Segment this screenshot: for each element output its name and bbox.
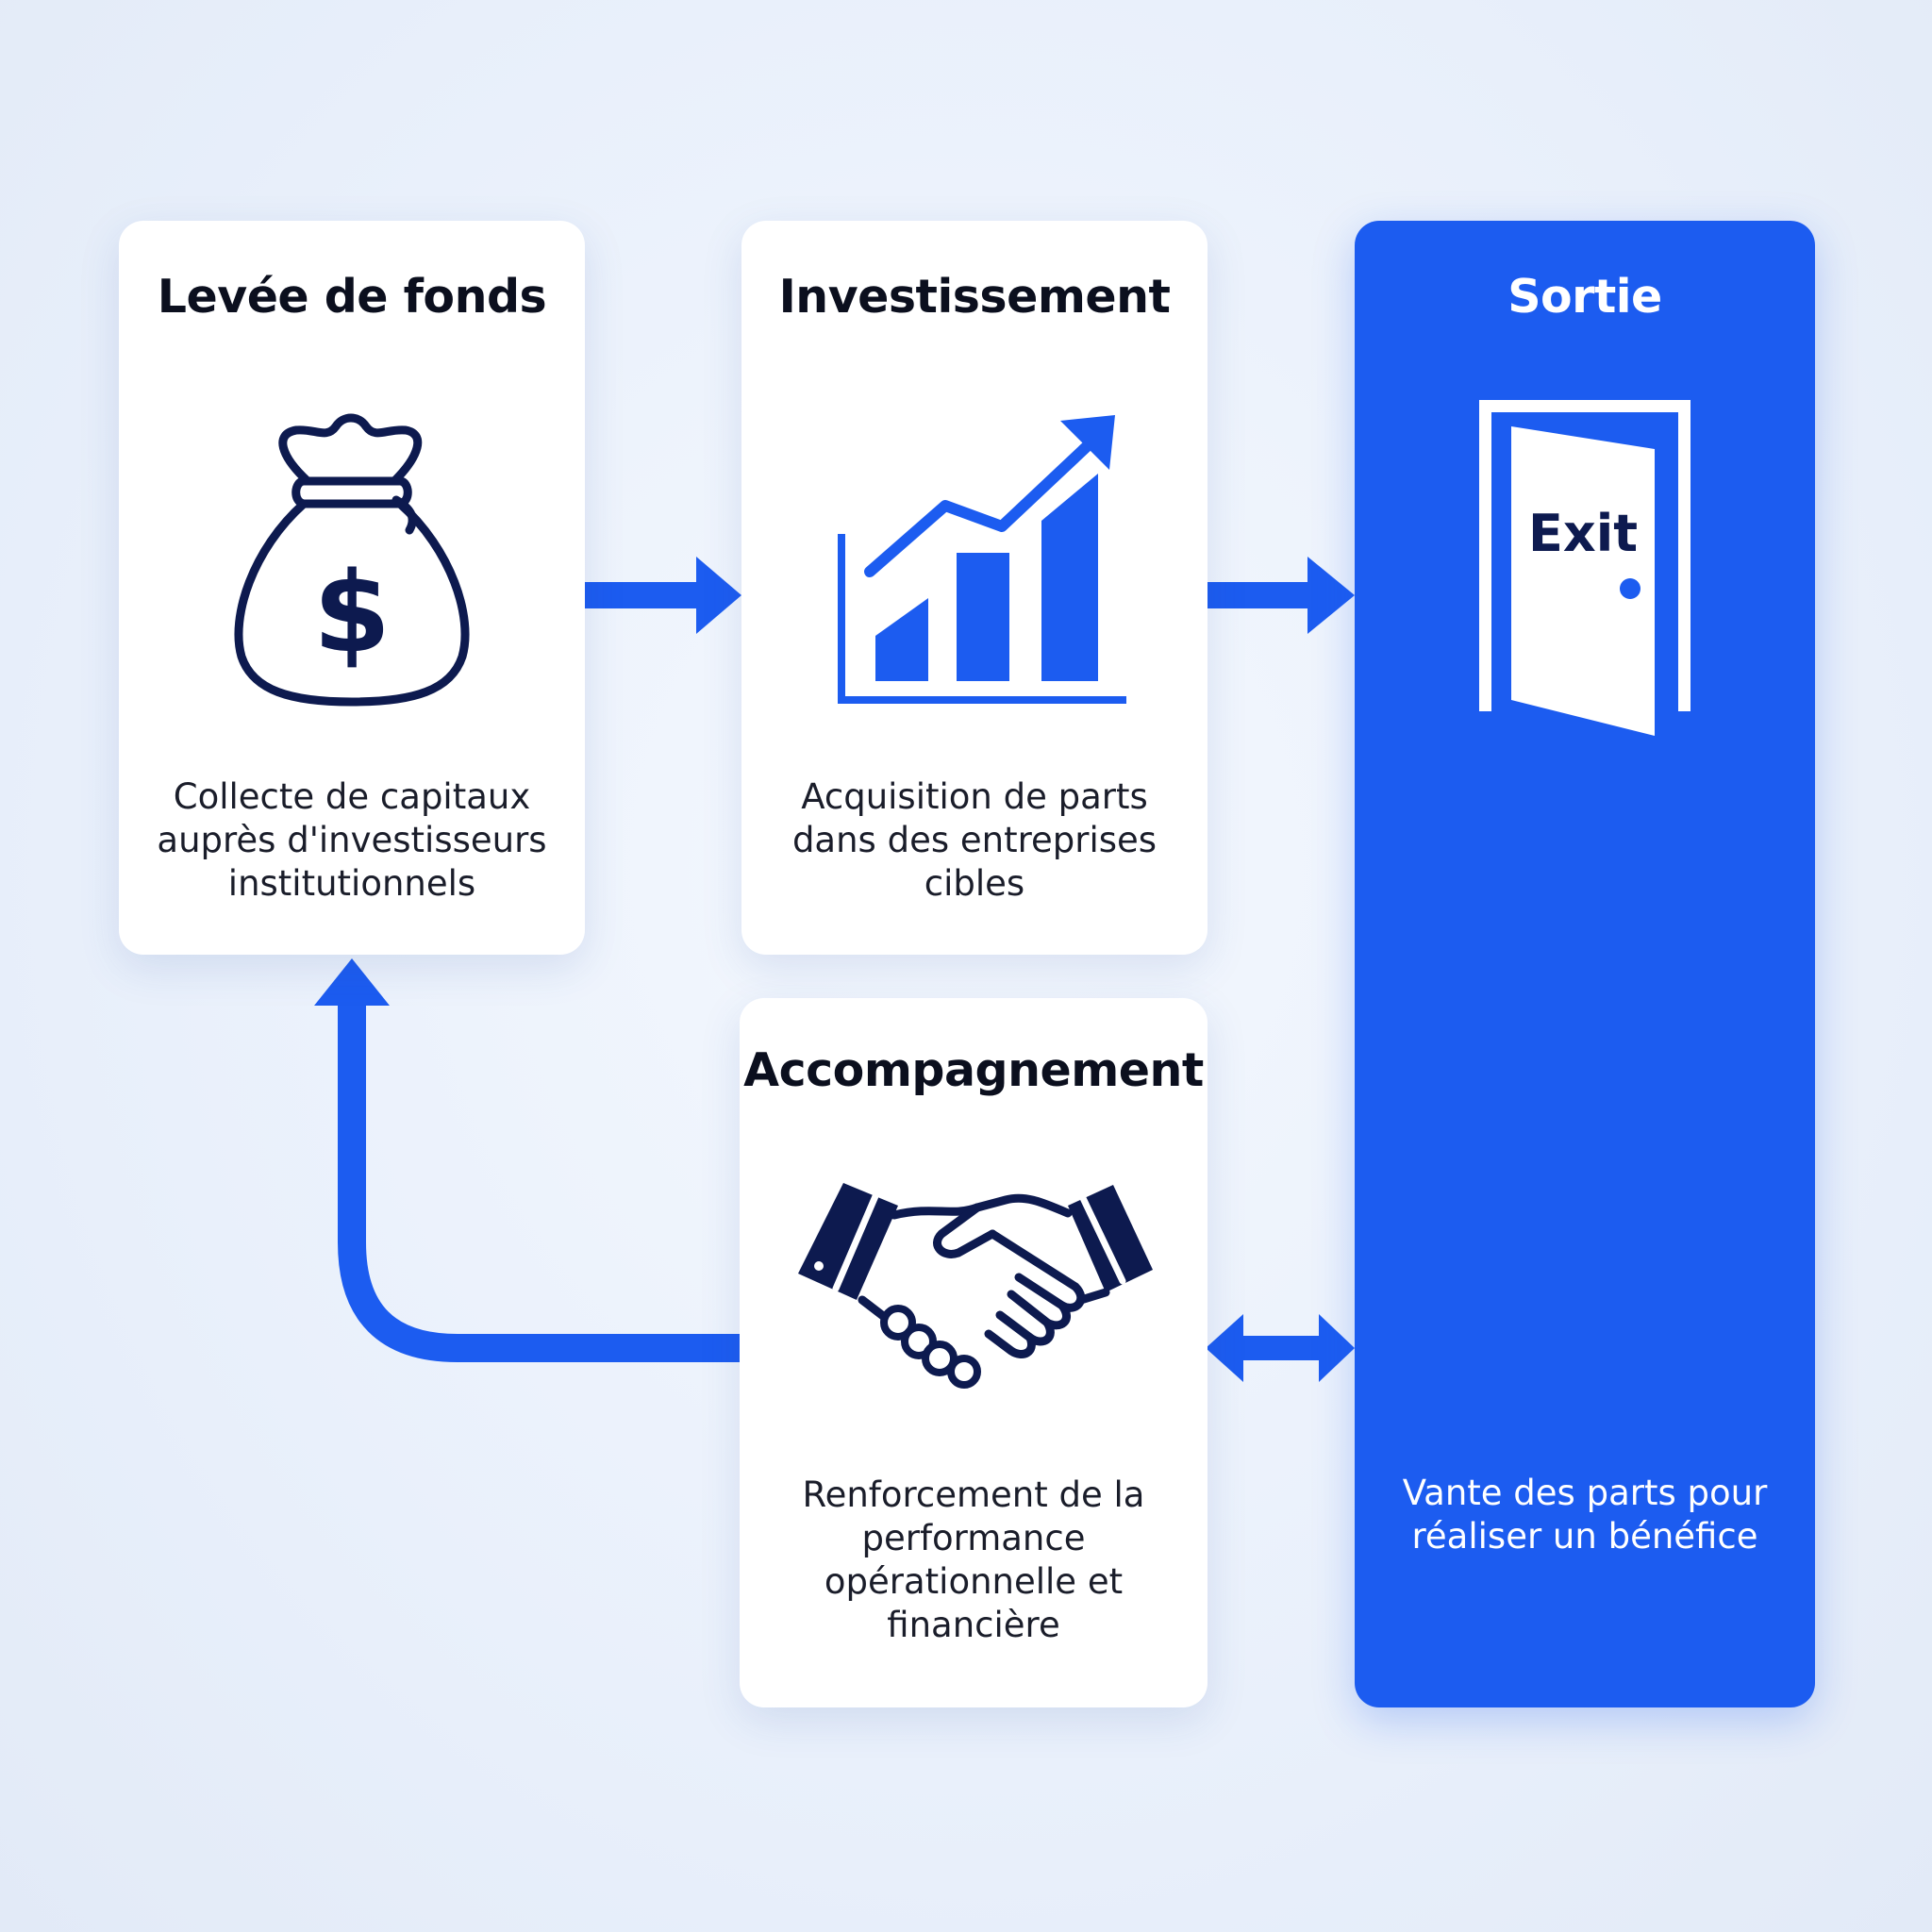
- step-title: Investissement: [778, 270, 1171, 324]
- step-description: Renforcement de la performance opération…: [802, 1474, 1145, 1645]
- step-title: Accompagnement: [743, 1043, 1204, 1097]
- handshake-icon: [798, 1183, 1153, 1389]
- step-title: Levée de fonds: [157, 270, 547, 324]
- step-card-support: Accompagnement Renforcement: [740, 998, 1208, 1707]
- step-description: Collecte de capitaux auprès d'investisse…: [157, 776, 547, 904]
- step-card-fundraising: Levée de fonds $ Collecte de capitaux au…: [119, 221, 585, 955]
- step-card-investment: Investissement Acquisition de parts dans…: [741, 221, 1208, 955]
- step-description: Acquisition de parts dans des entreprise…: [791, 776, 1158, 904]
- arrow-fundraising-to-investment: [585, 557, 741, 634]
- arrow-return-path: [338, 1000, 740, 1362]
- money-bag-icon: $: [234, 413, 470, 707]
- arrow-investment-to-exit: [1208, 557, 1355, 634]
- svg-text:$: $: [313, 547, 391, 677]
- arrow-return-head: [314, 958, 390, 1006]
- exit-sign-label: Exit: [1527, 504, 1639, 563]
- arrow-support-exit-bidirectional: [1206, 1314, 1355, 1382]
- step-description: Vante des parts pour réaliser un bénéfic…: [1402, 1473, 1768, 1557]
- step-card-exit: Sortie Exit Vante des parts pour réalise…: [1355, 221, 1815, 1707]
- exit-door-icon: Exit: [1479, 400, 1690, 740]
- step-title: Sortie: [1507, 270, 1662, 324]
- growth-chart-icon: [838, 415, 1126, 704]
